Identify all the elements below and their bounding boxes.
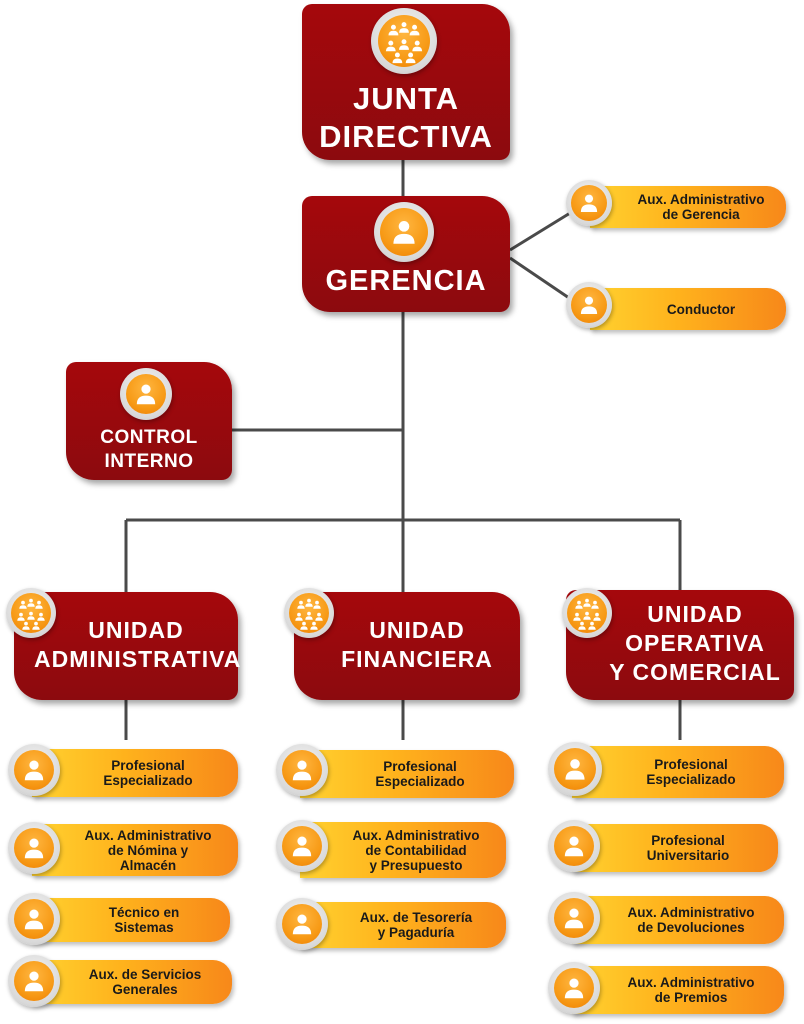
role-label: Aux. Administrativo de Nómina y Almacén: [84, 827, 212, 873]
person-icon: [8, 955, 60, 1007]
person-icon: [548, 742, 602, 796]
role-label: Aux. de Tesorería y Pagaduría: [359, 910, 473, 940]
role-item: Aux. de Tesorería y Pagaduría: [300, 902, 506, 948]
person-icon: [276, 820, 328, 872]
gerencia-label: GERENCIA: [325, 265, 487, 297]
role-item: Profesional Especializado: [32, 749, 238, 797]
role-item: Profesional Universitario: [572, 824, 778, 872]
role-item: Profesional Especializado: [300, 750, 514, 798]
role-label: Profesional Especializado: [103, 758, 193, 788]
role-label: Profesional Especializado: [375, 759, 465, 789]
unit-label: UNIDAD ADMINISTRATIVA: [34, 617, 242, 672]
role-item: Aux. Administrativo de Nómina y Almacén: [32, 824, 238, 876]
gerencia-box: GERENCIA: [302, 196, 510, 312]
role-label: Profesional Especializado: [646, 757, 736, 787]
role-label: Aux. Administrativo de Devoluciones: [627, 905, 755, 935]
person-icon: [276, 744, 328, 796]
person-icon: [8, 893, 60, 945]
role-aux-administrativo-gerencia: Aux. Administrativo de Gerencia: [590, 186, 786, 228]
person-icon: [8, 744, 60, 796]
person-icon: [566, 282, 612, 328]
role-label: Técnico en Sistemas: [108, 905, 180, 935]
person-icon: [566, 180, 612, 226]
role-label: Aux. Administrativo de Contabilidad y Pr…: [352, 827, 480, 873]
role-item: Técnico en Sistemas: [32, 898, 230, 942]
person-icon: [374, 202, 434, 262]
role-item: Aux. de Servicios Generales: [32, 960, 232, 1004]
person-icon: [548, 962, 600, 1014]
unit-label: UNIDAD OPERATIVA Y COMERCIAL: [609, 601, 781, 685]
person-icon: [548, 892, 600, 944]
control-interno-label: CONTROL INTERNO: [100, 427, 198, 472]
role-label: Aux. de Servicios Generales: [88, 967, 202, 997]
person-icon: [120, 368, 172, 420]
role-item: Aux. Administrativo de Premios: [572, 966, 784, 1014]
person-icon: [548, 820, 600, 872]
group-icon: [6, 588, 56, 638]
role-item: Aux. Administrativo de Devoluciones: [572, 896, 784, 944]
role-label: Conductor: [666, 301, 736, 317]
unit-label: UNIDAD FINANCIERA: [341, 617, 493, 672]
person-icon: [8, 822, 60, 874]
role-label: Aux. Administrativo de Premios: [627, 975, 755, 1005]
person-icon: [276, 898, 328, 950]
role-label: Aux. Administrativo de Gerencia: [637, 192, 765, 222]
unidad-financiera-box: UNIDAD FINANCIERA: [294, 592, 520, 700]
group-icon: [284, 588, 334, 638]
group-icon: [562, 588, 612, 638]
junta-directiva-label: JUNTA DIRECTIVA: [319, 81, 493, 154]
role-item: Aux. Administrativo de Contabilidad y Pr…: [300, 822, 506, 878]
role-label: Profesional Universitario: [646, 833, 730, 863]
role-conductor: Conductor: [590, 288, 786, 330]
group-icon: [371, 8, 437, 74]
role-item: Profesional Especializado: [572, 746, 784, 798]
unidad-operativa-comercial-box: UNIDAD OPERATIVA Y COMERCIAL: [566, 590, 794, 700]
